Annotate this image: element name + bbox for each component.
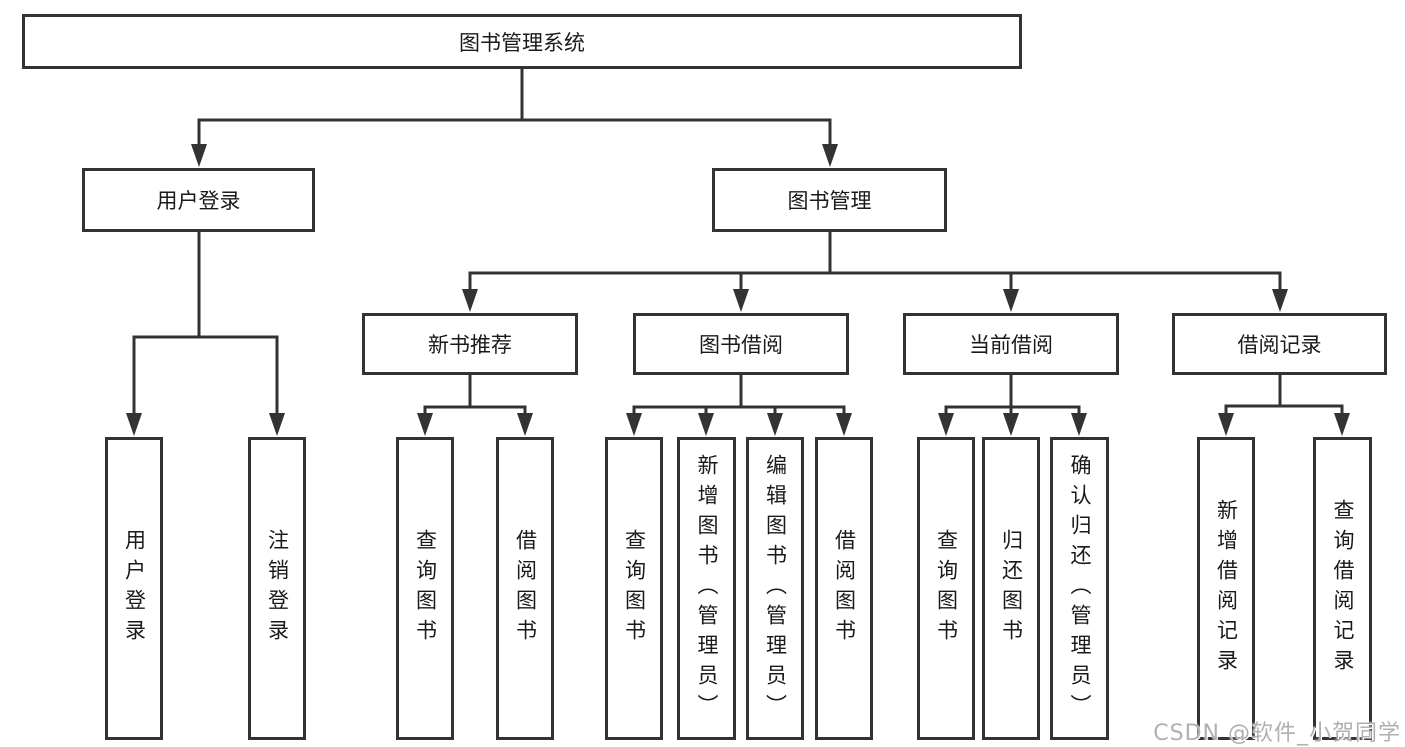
- leaf-query-books-borrow: 查询图书: [605, 437, 663, 740]
- leaf-query-borrow-record: 查询借阅记录: [1313, 437, 1372, 740]
- leaf-borrow-books: 借阅图书: [815, 437, 873, 740]
- leaf-query-books-current: 查询图书: [917, 437, 975, 740]
- node-current-borrow: 当前借阅: [903, 313, 1119, 375]
- leaf-user-login: 用户登录: [105, 437, 163, 740]
- leaf-borrow-books-rec: 借阅图书: [496, 437, 554, 740]
- leaf-query-books-rec: 查询图书: [396, 437, 454, 740]
- leaf-add-borrow-record: 新增借阅记录: [1197, 437, 1255, 740]
- node-book-management: 图书管理: [712, 168, 947, 232]
- leaf-add-books-admin: 新增图书（管理员）: [677, 437, 736, 740]
- csdn-watermark: CSDN @软件_小贺同学: [1153, 721, 1401, 746]
- leaf-return-books: 归还图书: [982, 437, 1040, 740]
- leaf-edit-books-admin: 编辑图书（管理员）: [746, 437, 804, 740]
- leaf-confirm-return-admin: 确认归还（管理员）: [1050, 437, 1109, 740]
- node-user-login: 用户登录: [82, 168, 315, 232]
- node-new-book-recommend: 新书推荐: [362, 313, 578, 375]
- node-root-title: 图书管理系统: [22, 14, 1022, 69]
- node-book-borrow: 图书借阅: [633, 313, 849, 375]
- node-borrow-records: 借阅记录: [1172, 313, 1387, 375]
- leaf-logout: 注销登录: [248, 437, 306, 740]
